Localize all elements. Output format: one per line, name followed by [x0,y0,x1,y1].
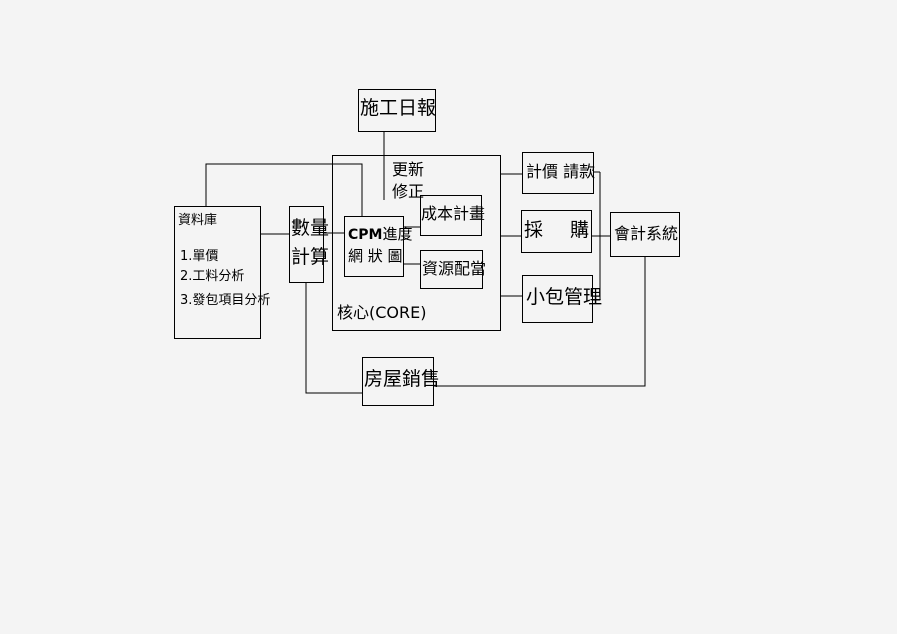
connector-quantity-sales [305,282,362,394]
cost-plan-label: 成本計畫 [421,204,486,223]
update-label: 更新 [392,160,425,179]
core-label: 核心(CORE) [337,303,427,322]
accounting-system-label: 會計系統 [614,224,679,243]
resource-allocation-label: 資源配當 [422,259,487,278]
resource-allocation-box [420,250,483,289]
cpm-label-1: CPM進度 [348,225,413,243]
cpm-label-rest: 進度 [382,225,413,243]
valuation-billing-label: 計價 請款 [526,162,596,181]
cpm-label-bold: CPM [348,227,383,243]
procurement-label-left: 採 [524,219,544,241]
revise-label: 修正 [392,182,425,201]
house-sales-box [362,357,434,406]
valuation-billing-box [522,152,594,194]
cpm-box [344,216,404,277]
construction-daily-box [358,89,436,132]
cpm-label-2: 網 狀 圖 [348,247,403,265]
database-item: 3.發包項目分析 [180,293,271,308]
construction-daily-label: 施工日報 [360,97,437,119]
quantity-calc-label-2: 計算 [291,246,330,268]
subcontract-mgmt-box [522,275,593,323]
connector-sales-accounting [433,256,646,387]
quantity-calc-box [289,206,324,283]
database-item: 1.單價 [180,249,219,264]
subcontract-mgmt-label: 小包管理 [526,286,603,308]
procurement-label-right: 購 [570,219,590,241]
procurement-box [521,210,592,253]
core-box [332,155,501,331]
database-title: 資料庫 [178,213,218,228]
cost-plan-box [420,195,482,236]
house-sales-label: 房屋銷售 [364,368,441,390]
connector-database-cpm [205,163,363,216]
database-box [174,206,261,339]
quantity-calc-label-1: 數量 [291,217,330,239]
accounting-system-box [610,212,680,257]
database-item: 2.工料分析 [180,269,245,284]
